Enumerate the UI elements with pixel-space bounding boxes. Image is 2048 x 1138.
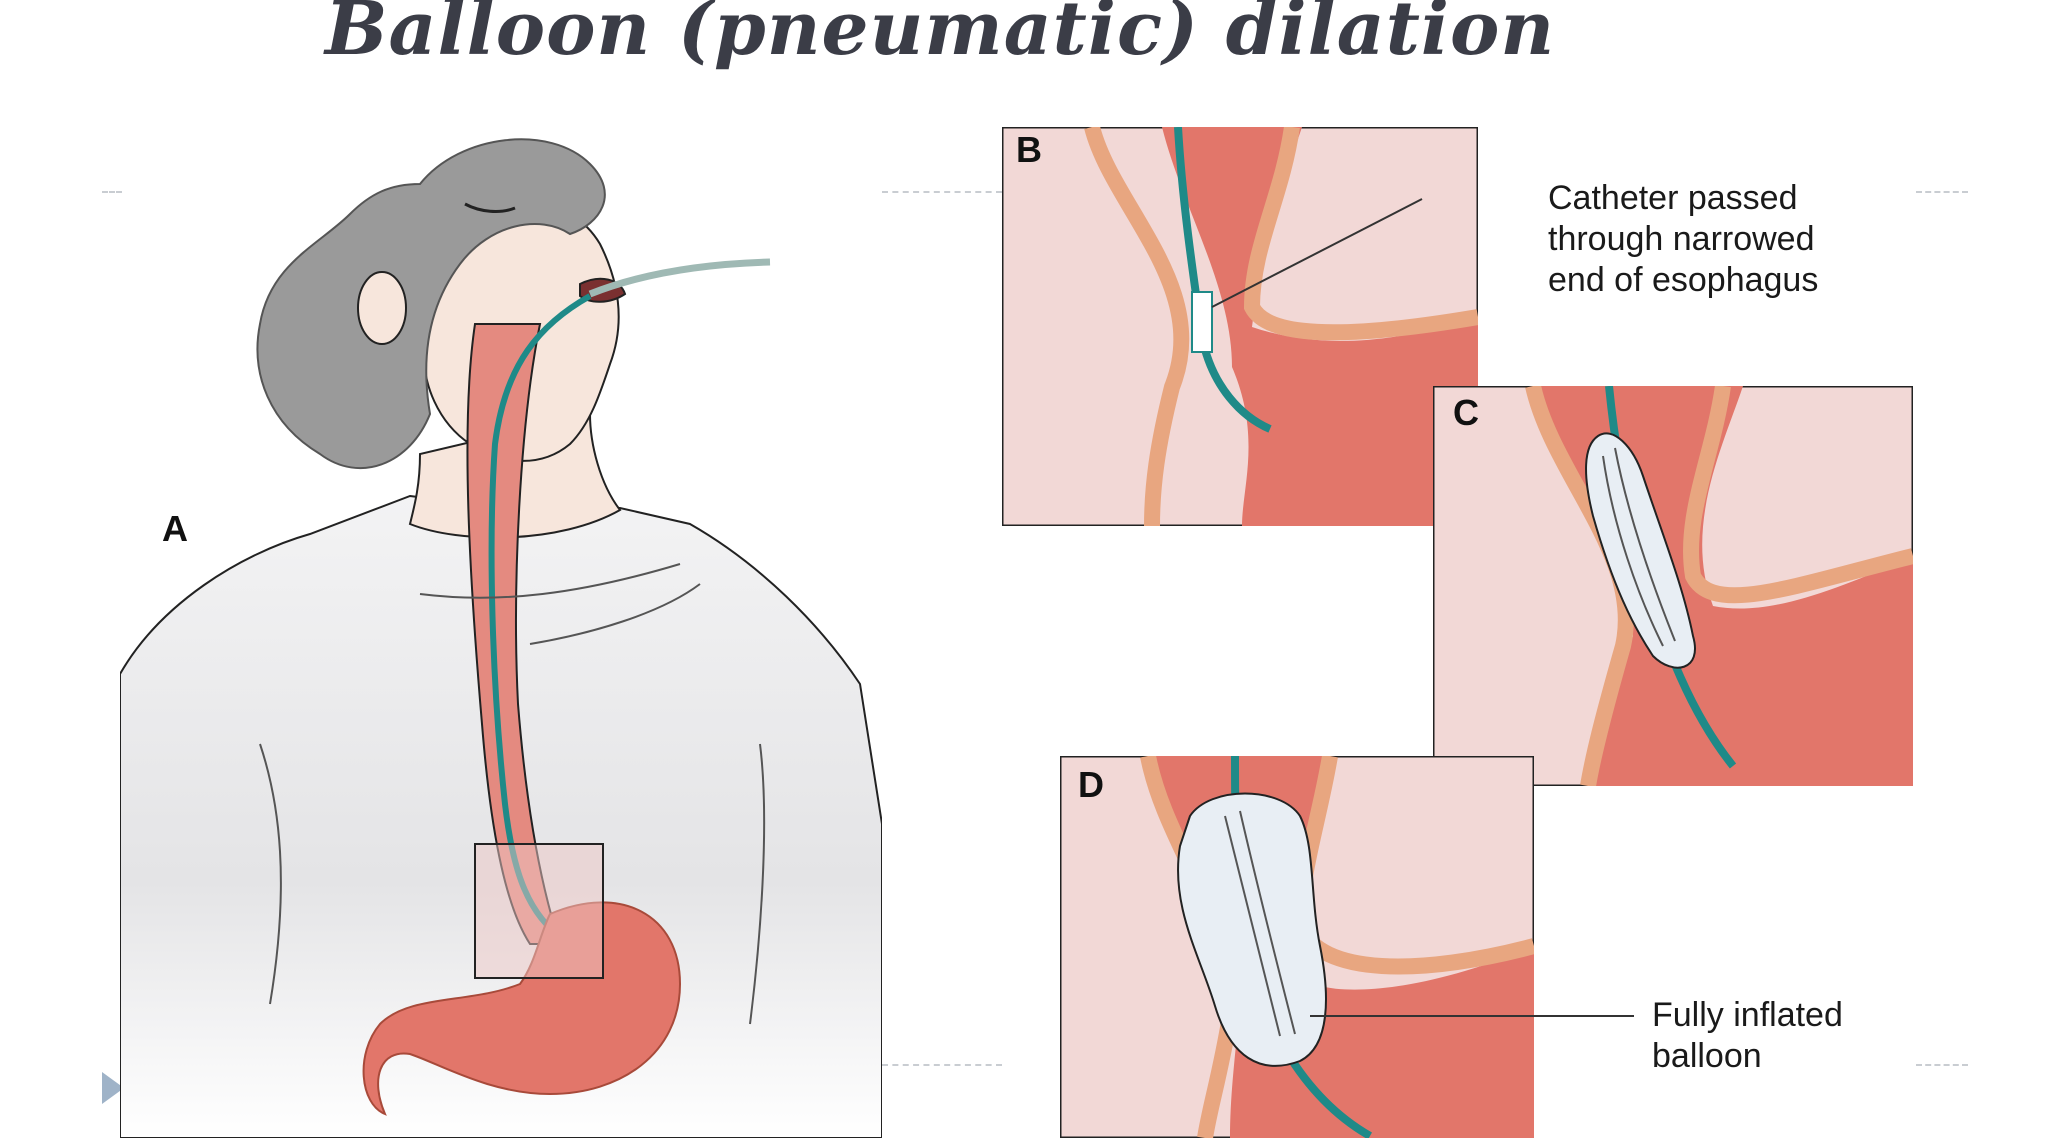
callout-catheter: Catheter passed through narrowed end of … (1548, 178, 1818, 301)
ge-junction-box (474, 843, 604, 979)
panel-a-illustration: A (120, 124, 882, 1138)
bottom-rule-mid (882, 1064, 1002, 1066)
right-triangle-bullet-icon (102, 1072, 124, 1104)
callout-catheter-line-2: through narrowed (1548, 220, 1815, 258)
callout-leader-d (1534, 1015, 1634, 1017)
panel-c: C (1433, 386, 1913, 786)
top-rule-mid (882, 191, 1002, 193)
callout-catheter-line-3: end of esophagus (1548, 261, 1819, 299)
callout-balloon: Fully inflated balloon (1652, 995, 1843, 1077)
panel-label-d: D (1078, 764, 1104, 805)
bottom-rule-right (1916, 1064, 1968, 1066)
panel-label-c: C (1453, 392, 1479, 433)
panel-label-b: B (1016, 129, 1042, 170)
panel-d: D (1060, 756, 1534, 1138)
closed-eye (464, 202, 516, 213)
top-rule-left (102, 191, 122, 193)
ear-shape (357, 271, 407, 345)
panel-label-a: A (162, 508, 188, 549)
callout-catheter-line-1: Catheter passed (1548, 179, 1798, 217)
slide-title: Balloon (pneumatic) dilation (325, 0, 1556, 72)
top-rule-right (1916, 191, 1968, 193)
callout-balloon-line-1: Fully inflated (1652, 996, 1843, 1034)
callout-balloon-line-2: balloon (1652, 1037, 1762, 1075)
hair-shape (256, 138, 606, 470)
tube-outside (588, 258, 771, 298)
panel-b: B (1002, 127, 1478, 526)
